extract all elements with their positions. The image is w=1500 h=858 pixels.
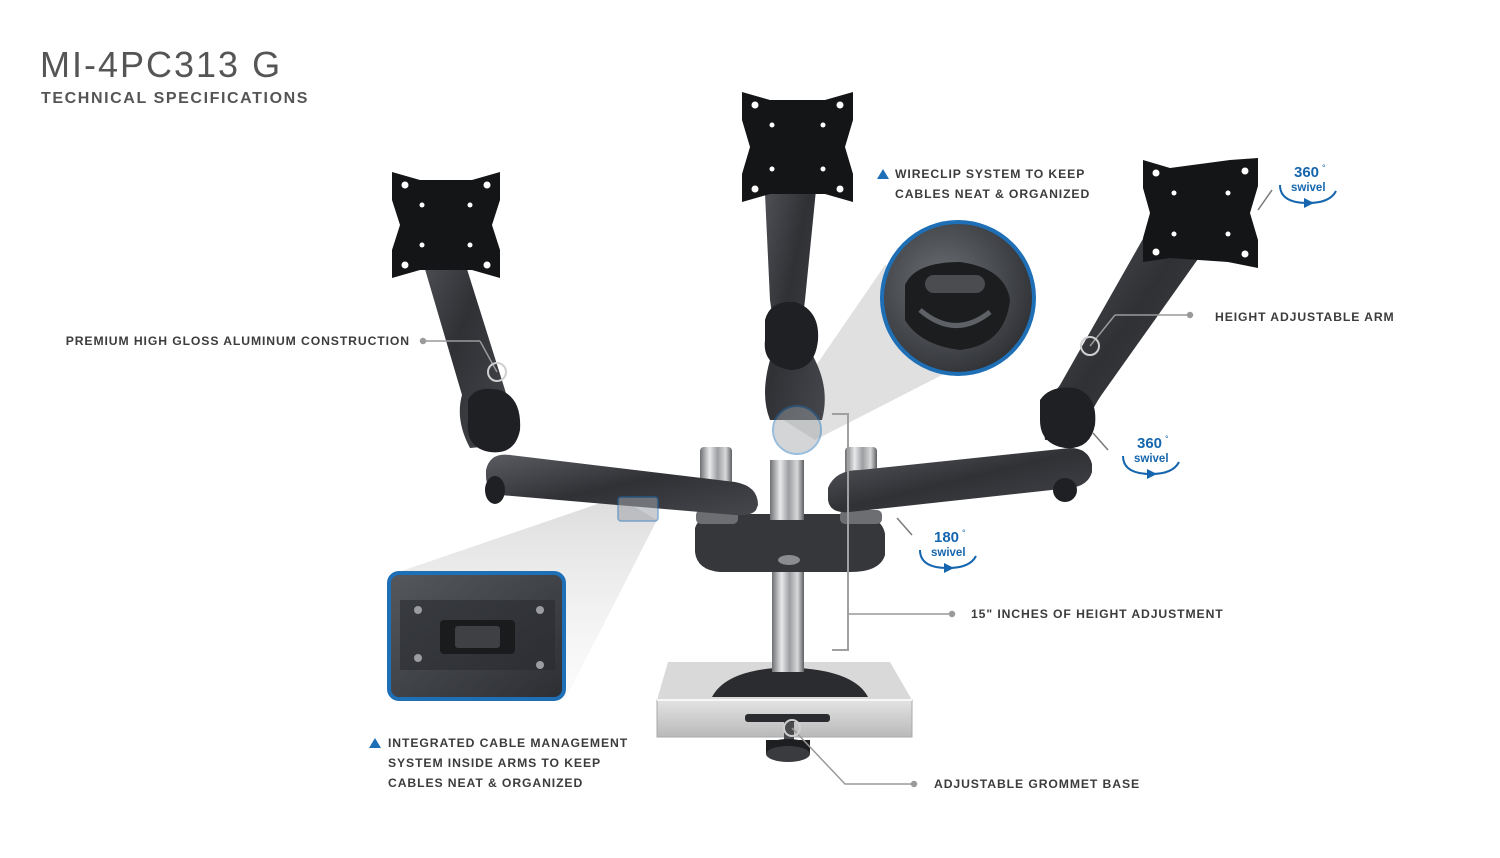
center-hub <box>695 513 885 572</box>
swivel-badge-word: swivel <box>931 547 966 559</box>
swivel-badge-word: swivel <box>1291 182 1326 194</box>
cable-zoom-view <box>387 571 566 701</box>
callout-wireclip-line-1: WIRECLIP SYSTEM TO KEEP <box>895 167 1086 181</box>
leader-lines <box>419 189 1273 788</box>
callout-height-adjustment: 15" INCHES OF HEIGHT ADJUSTMENT <box>971 604 1224 624</box>
callout-cable-line-3: CABLES NEAT & ORGANIZED <box>388 776 584 790</box>
blue-triangle-icon <box>369 738 381 748</box>
callout-cable-management: INTEGRATED CABLE MANAGEMENT SYSTEM INSID… <box>388 733 628 793</box>
upper-pole <box>770 460 804 520</box>
callout-cable-line-1: INTEGRATED CABLE MANAGEMENT <box>388 736 629 750</box>
swivel-badge-right-mid: 360 ° swivel <box>1122 434 1180 479</box>
wireclip-zoom-view <box>880 220 1036 376</box>
callout-height-arm: HEIGHT ADJUSTABLE ARM <box>1215 307 1395 327</box>
callout-grommet-text: ADJUSTABLE GROMMET BASE <box>934 777 1140 791</box>
page-subtitle: TECHNICAL SPECIFICATIONS <box>41 90 310 107</box>
callout-height-adjustment-text: 15" INCHES OF HEIGHT ADJUSTMENT <box>971 607 1224 621</box>
callout-wireclip-line-2: CABLES NEAT & ORGANIZED <box>895 187 1091 201</box>
swivel-badge-unit: ° <box>1165 434 1169 444</box>
swivel-badge-unit: ° <box>1322 163 1326 173</box>
callout-aluminum: PREMIUM HIGH GLOSS ALUMINUM CONSTRUCTION <box>60 331 410 351</box>
callout-height-arm-text: HEIGHT ADJUSTABLE ARM <box>1215 310 1395 324</box>
blue-triangle-icon <box>877 169 889 179</box>
callout-wireclip: WIRECLIP SYSTEM TO KEEP CABLES NEAT & OR… <box>895 164 1090 204</box>
cable-highlight-frame <box>617 496 659 522</box>
left-horizontal-arm <box>486 454 758 516</box>
callout-grommet: ADJUSTABLE GROMMET BASE <box>934 774 1140 794</box>
swivel-badge-value: 180 <box>934 529 959 546</box>
callout-cable-line-2: SYSTEM INSIDE ARMS TO KEEP <box>388 756 602 770</box>
vesa-plate-left <box>392 172 500 278</box>
vesa-plate-right <box>1143 158 1258 268</box>
page-title: MI-4PC313 G <box>40 44 283 85</box>
right-horizontal-arm <box>828 448 1092 513</box>
grommet-clamp <box>745 714 830 762</box>
swivel-badge-right-top: 360 ° swivel <box>1279 163 1337 208</box>
lower-pole <box>772 560 804 672</box>
swivel-badge-unit: ° <box>962 528 966 538</box>
swivel-badge-center-low: 180 ° swivel <box>919 528 977 573</box>
vesa-plate-center <box>742 92 853 202</box>
swivel-badge-word: swivel <box>1134 453 1169 465</box>
wireclip-highlight-frame <box>772 405 822 455</box>
swivel-badge-value: 360 <box>1294 164 1319 181</box>
callout-aluminum-text: PREMIUM HIGH GLOSS ALUMINUM CONSTRUCTION <box>65 334 410 348</box>
swivel-badge-value: 360 <box>1137 435 1162 452</box>
base-foot <box>712 668 868 697</box>
